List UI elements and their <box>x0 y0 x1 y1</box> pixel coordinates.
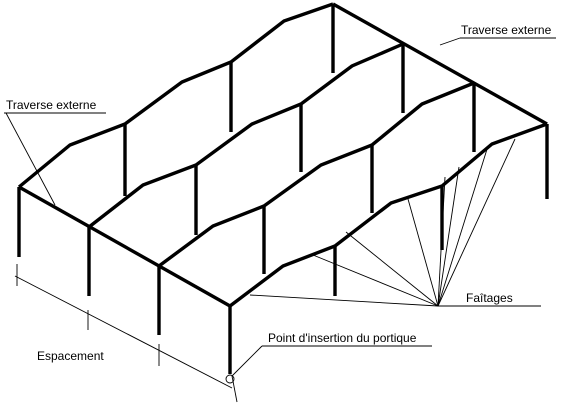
portal-rafter-4 <box>228 122 548 308</box>
dimension-line-espacement <box>14 275 233 389</box>
label-traverse-externe-right: Traverse externe <box>461 23 552 37</box>
portal-rafter-3 <box>157 81 475 268</box>
annotation-lines <box>4 37 556 403</box>
portal-rafter-1 <box>17 2 334 189</box>
insertion-point-marker <box>225 374 235 384</box>
frame-structure <box>17 2 549 374</box>
portal-rafter-2 <box>87 42 404 229</box>
label-espacement: Espacement <box>37 349 104 363</box>
eave-beam-front-left <box>18 185 231 308</box>
faitages-leaders <box>249 138 541 307</box>
label-point-insertion: Point d'insertion du portique <box>268 331 417 345</box>
eave-beam-back-right <box>332 2 548 126</box>
leader-traverse-left <box>5 112 56 206</box>
label-traverse-externe-left: Traverse externe <box>6 98 97 112</box>
label-faitages: Faîtages <box>466 291 513 305</box>
leader-traverse-right <box>439 37 461 46</box>
leader-insertion-point <box>231 345 263 377</box>
